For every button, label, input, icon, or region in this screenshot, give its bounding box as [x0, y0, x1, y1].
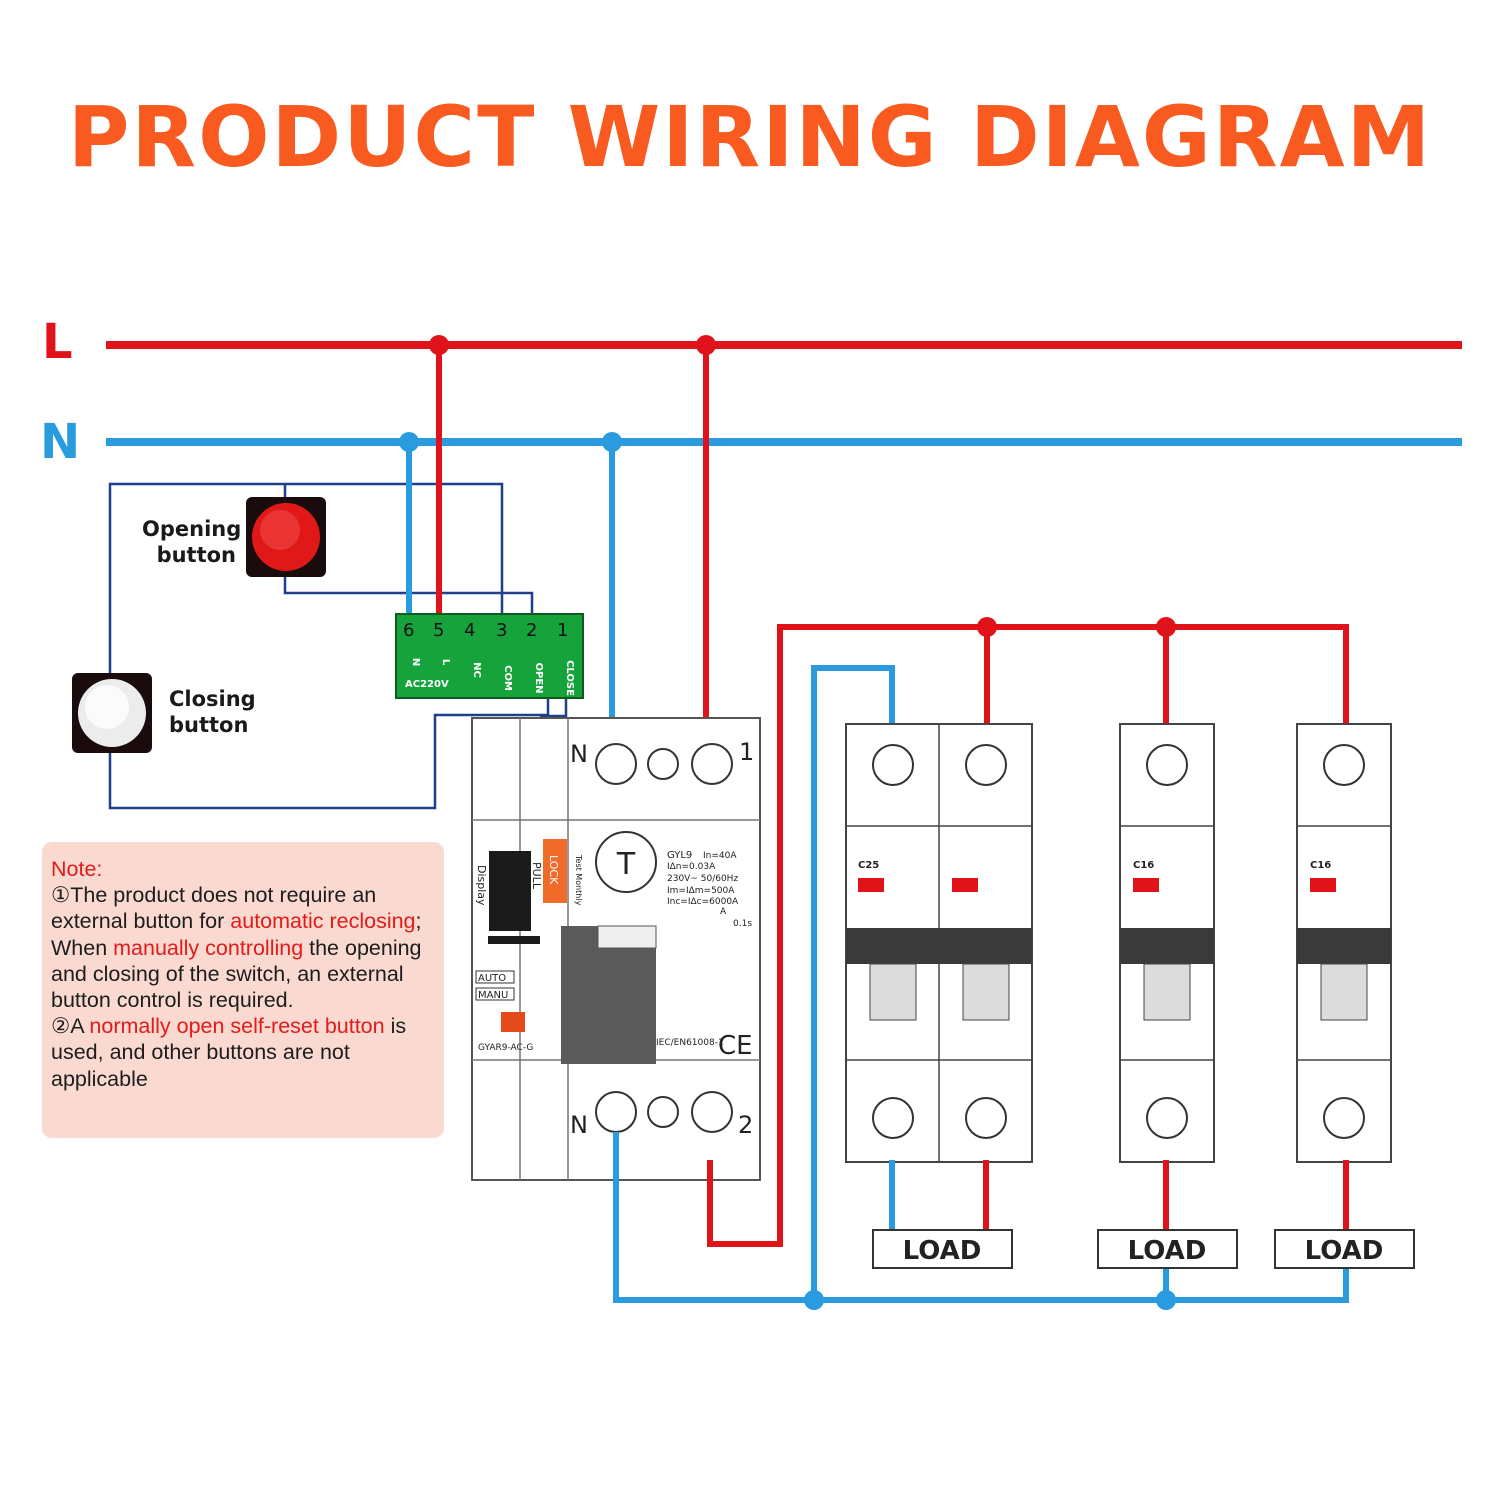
terminal-6: 6 [403, 620, 414, 641]
opening-button[interactable] [246, 497, 326, 577]
spec-inc: Inc=IΔc=6000A [667, 897, 739, 907]
spec-voltage: 230V~ 50/60Hz [667, 874, 738, 884]
rcbo-time: 0.1s [733, 919, 752, 929]
note-point-1: ①The product does not require an externa… [51, 883, 422, 934]
module-tag-com: COM [502, 665, 513, 691]
pull-label: PULL [530, 862, 543, 890]
note-point-2: When manually controlling the opening an… [51, 935, 422, 1013]
test-label: Test Monthly [574, 854, 583, 906]
spec-in: In=40A [703, 851, 737, 861]
spec-idn: IΔn=0.03A [667, 862, 716, 872]
load-box-3: LOAD [1274, 1229, 1415, 1269]
mcb-c16-a: C16 [1119, 723, 1215, 1163]
mcb-2-rating: C16 [1133, 860, 1154, 871]
terminal-5: 5 [433, 620, 444, 641]
rcbo-type: A [720, 907, 727, 917]
svg-text:CE: CE [718, 1031, 753, 1061]
live-line-label: L [42, 314, 73, 370]
module-tag-nc: NC [471, 662, 482, 678]
terminal-4: 4 [464, 620, 475, 641]
rcbo-breaker: N 1 N 2 T Display LOCK PULL Test Monthly… [471, 717, 761, 1181]
note-point-3: ②A normally open self-reset button is us… [51, 1014, 407, 1091]
terminal-3: 3 [496, 620, 507, 641]
neutral-line-label: N [40, 414, 80, 470]
load-box-2: LOAD [1097, 1229, 1238, 1269]
terminal-1: 1 [557, 620, 568, 641]
module-tag-l: L [440, 659, 451, 666]
module-rating: AC220V [405, 679, 449, 690]
rcbo-standard: IEC/EN61008-1 [656, 1038, 724, 1048]
mcb-3-rating: C16 [1310, 860, 1331, 871]
closing-button-label: Closing button [169, 687, 256, 737]
load-box-1: LOAD [872, 1229, 1013, 1269]
live-distribution [707, 624, 1349, 1247]
lock-label: LOCK [547, 855, 560, 885]
module-tag-n: N [410, 658, 421, 666]
mcb-c16-b: C16 [1296, 723, 1392, 1163]
rcbo-part-no: GYAR9-AC-G [478, 1043, 533, 1053]
svg-text:T: T [616, 847, 636, 882]
rcbo-top-1: 1 [739, 738, 754, 766]
page-title: PRODUCT WIRING DIAGRAM [67, 88, 1433, 186]
opening-button-label: Opening button [142, 517, 242, 567]
rcbo-model: GYL9 [667, 850, 692, 861]
svg-text:LOAD: LOAD [903, 1236, 982, 1266]
module-tag-open: OPEN [533, 662, 544, 693]
junction-dots [399, 335, 716, 452]
terminal-2: 2 [526, 620, 537, 641]
control-module: 6 5 4 3 2 1 N L NC COM OPEN CLOSE AC220V [395, 613, 584, 699]
note-box: Note: ①The product does not require an e… [42, 842, 444, 1138]
svg-text:LOAD: LOAD [1305, 1236, 1384, 1266]
closing-button[interactable] [72, 673, 152, 753]
spec-im: Im=IΔm=500A [667, 886, 735, 896]
display-label: Display [475, 865, 488, 906]
mcb-c25: C25 [845, 723, 1033, 1163]
note-heading: Note: [51, 857, 103, 881]
rcbo-top-n: N [570, 740, 588, 768]
rcbo-bottom-2: 2 [738, 1111, 753, 1139]
module-tag-close: CLOSE [564, 660, 575, 696]
svg-text:LOAD: LOAD [1128, 1236, 1207, 1266]
mcb-1-rating: C25 [858, 860, 879, 871]
manu-label: MANU [478, 990, 508, 1001]
rcbo-bottom-n: N [570, 1111, 588, 1139]
auto-label: AUTO [478, 973, 506, 984]
